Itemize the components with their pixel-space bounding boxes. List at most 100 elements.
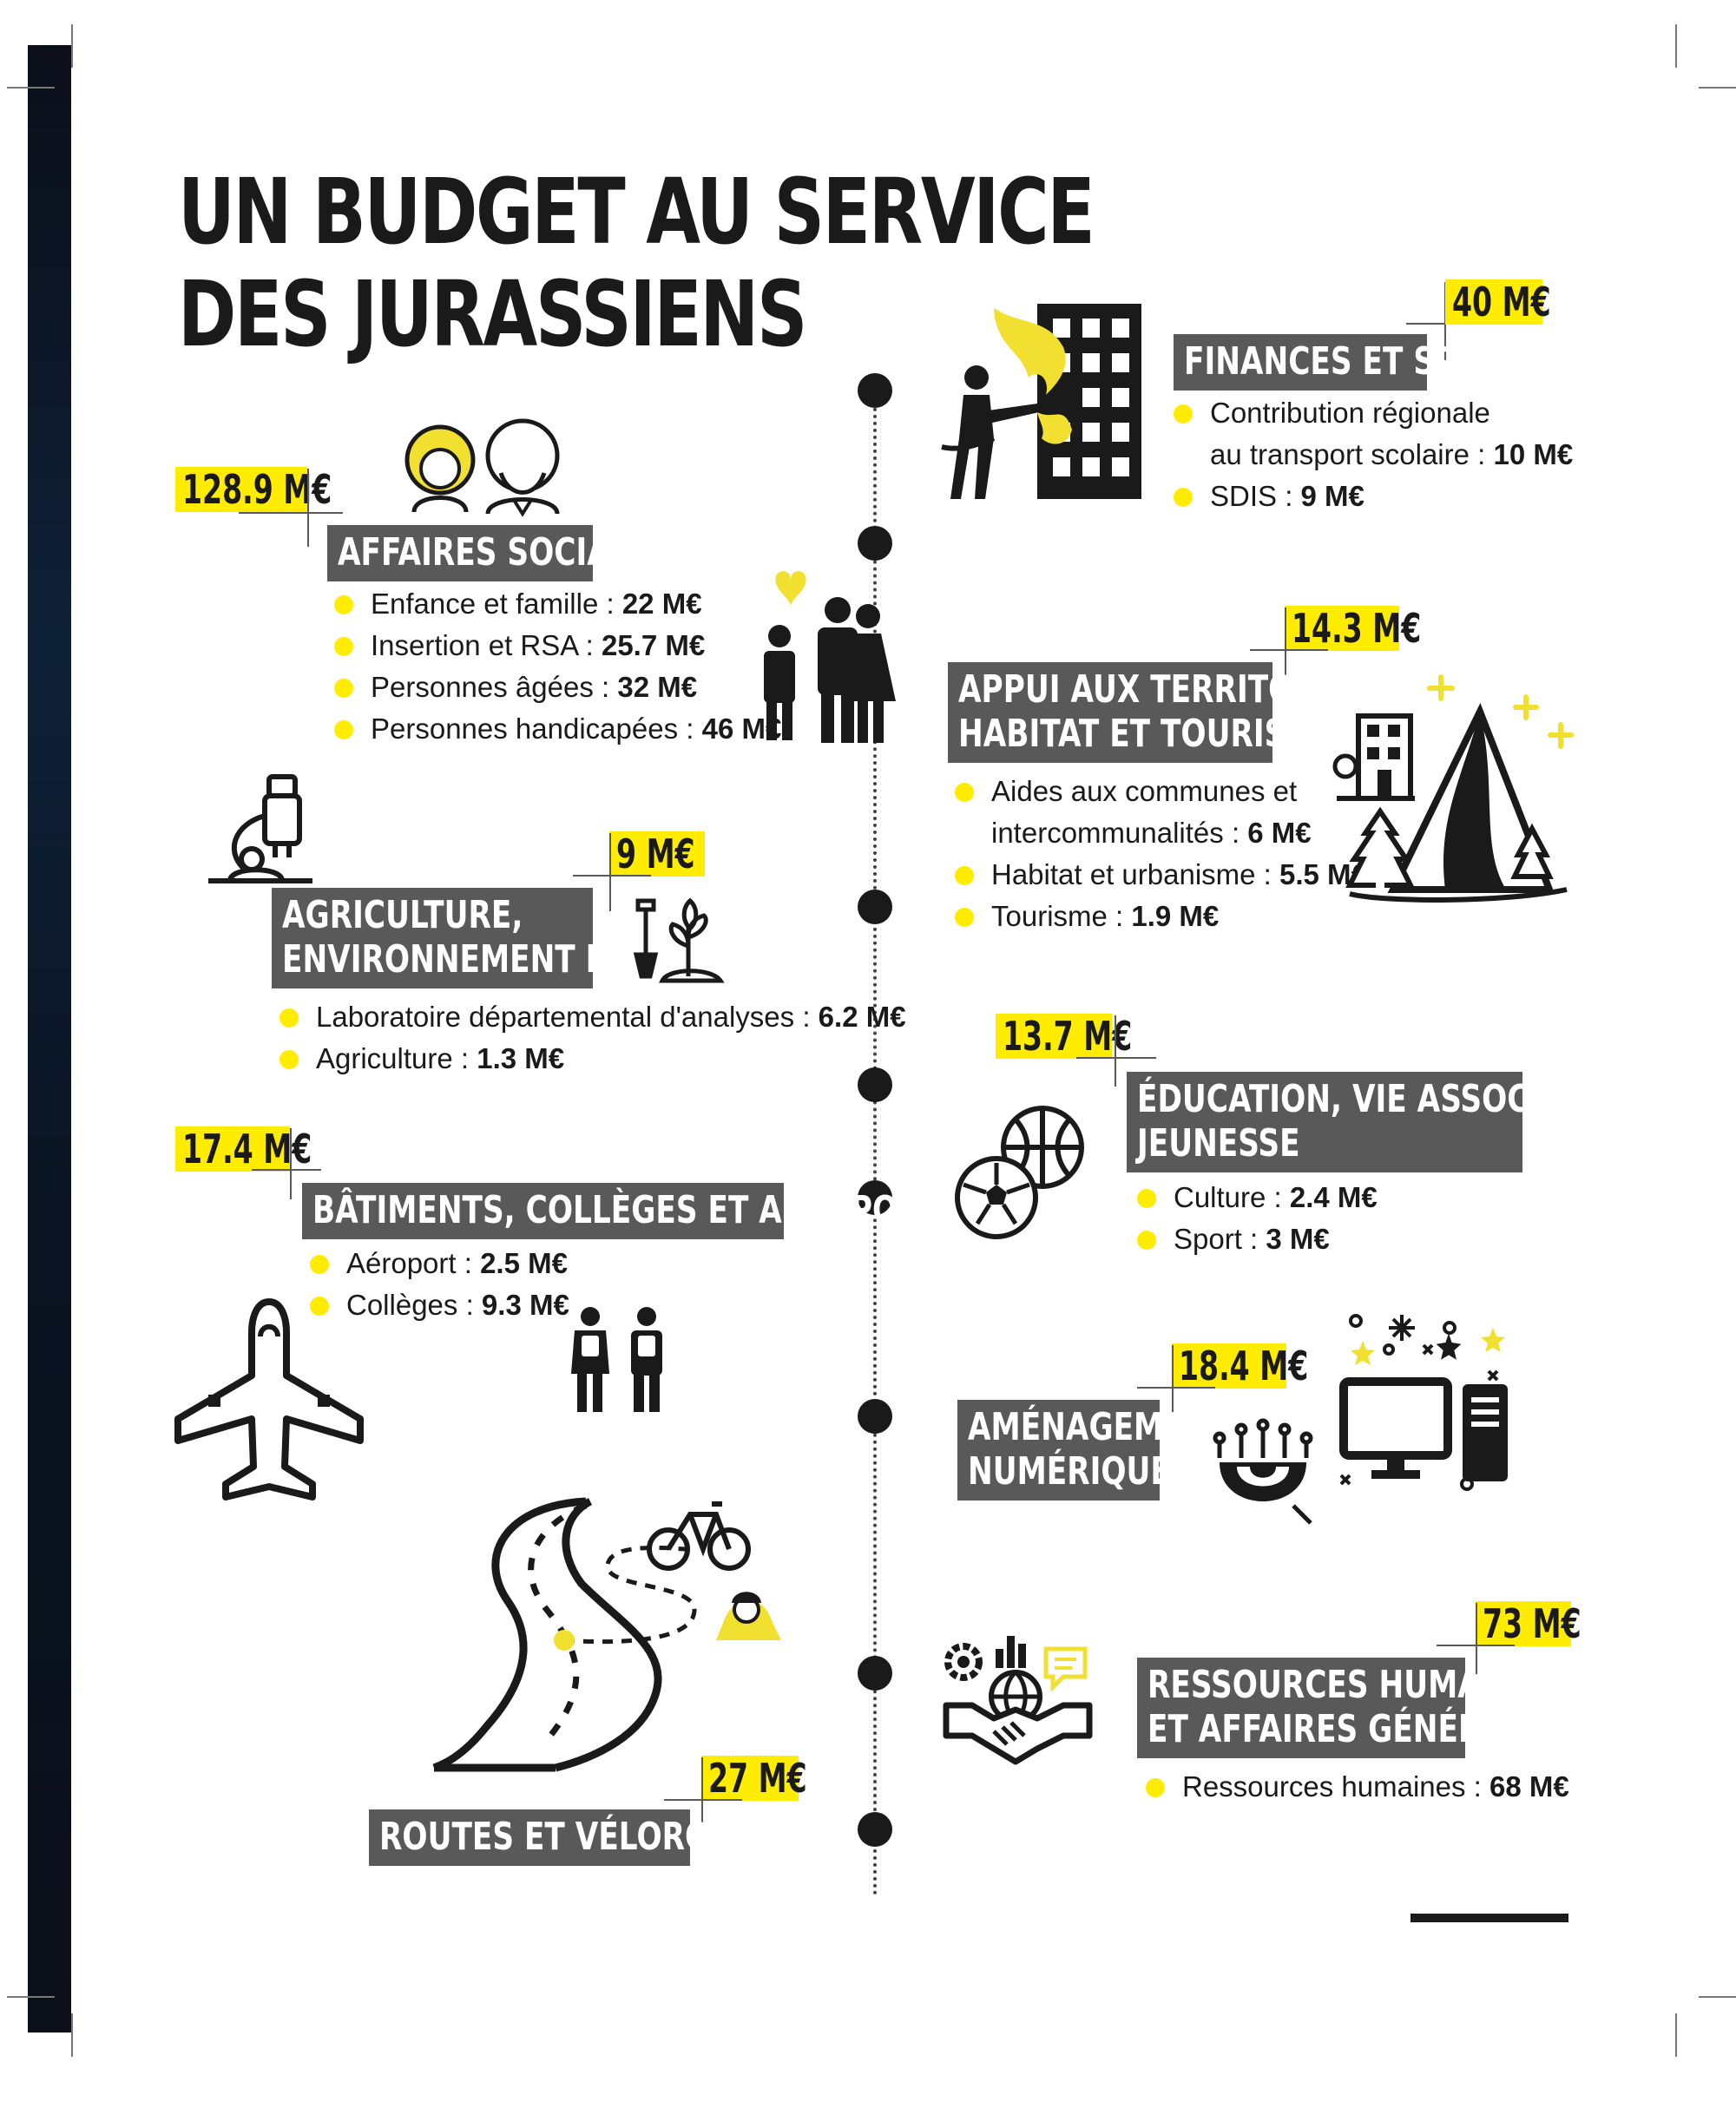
finances-amount: 40 M€	[1445, 279, 1551, 325]
list-item: Culture : 2.4 M€	[1137, 1177, 1378, 1218]
crop-mark	[1675, 24, 1677, 68]
amount-connector	[1250, 649, 1328, 651]
list-item: Laboratoire départemental d'analyses : 6…	[279, 996, 906, 1038]
bullet-dot	[279, 1008, 299, 1028]
finances-title: FINANCES ET SDIS	[1174, 334, 1492, 391]
amount-connector	[664, 1799, 742, 1801]
road-icon	[432, 1497, 781, 1772]
bullet-dot	[1137, 1189, 1156, 1208]
routes-title: ROUTES ET VÉLOROUTES	[369, 1809, 797, 1866]
bullet-dot	[1174, 488, 1193, 507]
amount-connector	[609, 833, 611, 911]
list-item: Agriculture : 1.3 M€	[279, 1038, 906, 1080]
batiments-list: Aéroport : 2.5 M€ Collèges : 9.3 M€	[310, 1243, 569, 1326]
timeline-dot	[858, 1812, 892, 1847]
list-item: Habitat et urbanisme : 5.5 M€	[955, 854, 1367, 896]
affaires-title: AFFAIRES SOCIALES	[327, 525, 671, 581]
amount-connector	[1137, 1387, 1215, 1389]
bullet-dot	[1174, 404, 1193, 424]
students-icon	[571, 1307, 662, 1412]
timeline-dot	[858, 890, 892, 924]
bullet-dot	[1146, 1778, 1165, 1797]
shovel-plant-icon	[633, 897, 725, 983]
page-title-line-2: DES JURASSIENS	[178, 261, 807, 367]
list-item: Collèges : 9.3 M€	[310, 1284, 569, 1326]
education-list: Culture : 2.4 M€ Sport : 3 M€	[1137, 1177, 1378, 1260]
list-item: Ressources humaines : 68 M€	[1146, 1766, 1569, 1808]
bullet-dot	[334, 720, 353, 739]
timeline-line	[873, 373, 877, 1896]
batiments-title: BÂTIMENTS, COLLÈGES ET AÉROPORT	[302, 1183, 940, 1239]
agriculture-list: Laboratoire départemental d'analyses : 6…	[279, 996, 906, 1080]
list-item: Aéroport : 2.5 M€	[310, 1243, 569, 1284]
timeline-dot	[858, 1399, 892, 1434]
bullet-dot	[310, 1255, 329, 1274]
timeline-dot	[858, 526, 892, 561]
amount-connector	[573, 875, 651, 877]
family-heart-icon	[764, 571, 896, 743]
bullet-dot	[955, 783, 974, 802]
rh-list: Ressources humaines : 68 M€	[1146, 1766, 1569, 1808]
bullet-dot	[279, 1050, 299, 1069]
amount-connector	[1172, 1345, 1174, 1416]
amount-connector	[1476, 1603, 1477, 1674]
firefighter-building-icon	[941, 304, 1141, 499]
list-item: Insertion et RSA : 25.7 M€	[334, 625, 781, 667]
left-edge-bar	[28, 45, 71, 2032]
page-title-line-1: UN BUDGET AU SERVICE	[178, 159, 1095, 265]
mountain-landscape-icon	[1332, 674, 1574, 903]
microscope-icon	[208, 774, 312, 883]
list-item: Tourisme : 1.9 M€	[955, 896, 1367, 937]
education-amount: 13.7 M€	[996, 1014, 1132, 1059]
amount-connector	[701, 1757, 703, 1829]
list-item: Sport : 3 M€	[1137, 1218, 1378, 1260]
digital-gear-icon	[1213, 1418, 1313, 1525]
affaires-amount: 128.9 M€	[175, 467, 332, 512]
elderly-couple-icon	[404, 418, 560, 517]
bullet-dot	[334, 595, 353, 614]
amount-connector	[1285, 607, 1286, 677]
education-title: ÉDUCATION, VIE ASSOCIATIVE,JEUNESSE	[1127, 1072, 1647, 1172]
crop-mark	[1675, 2013, 1677, 2057]
bullet-dot	[955, 908, 974, 927]
page-title: UN BUDGET AU SERVICE DES JURASSIENS	[178, 159, 1095, 367]
territoires-amount: 14.3 M€	[1285, 606, 1421, 651]
balls-icon	[955, 1106, 1084, 1239]
numerique-amount: 18.4 M€	[1172, 1343, 1308, 1389]
amount-connector	[252, 1169, 321, 1171]
amount-connector	[1076, 1057, 1156, 1059]
airplane-icon	[174, 1298, 364, 1501]
rh-amount: 73 M€	[1476, 1601, 1581, 1646]
routes-amount: 27 M€	[701, 1756, 807, 1801]
timeline-dot	[858, 373, 892, 408]
bullet-dot	[334, 679, 353, 698]
list-item: Personnes handicapées : 46 M€	[334, 708, 781, 750]
handshake-globe-icon	[943, 1636, 1093, 1765]
crop-mark	[1699, 87, 1736, 89]
bullet-dot	[310, 1297, 329, 1316]
crop-mark	[7, 87, 55, 89]
amount-connector	[307, 469, 309, 547]
agriculture-title: AGRICULTURE,ENVIRONNEMENT ET LDA	[272, 888, 703, 988]
computer-icon	[1339, 1314, 1508, 1491]
list-item: Personnes âgées : 32 M€	[334, 667, 781, 708]
crop-mark	[1699, 1996, 1736, 1998]
crop-mark	[71, 24, 73, 68]
bullet-dot	[955, 866, 974, 885]
timeline-dot	[858, 1067, 892, 1102]
amount-connector	[1115, 1015, 1116, 1087]
batiments-amount: 17.4 M€	[175, 1126, 312, 1172]
crop-mark	[7, 1996, 55, 1998]
amount-connector	[290, 1128, 292, 1199]
timeline-dot	[858, 1180, 892, 1215]
crop-mark	[71, 2013, 73, 2057]
list-item: SDIS : 9 M€	[1174, 476, 1573, 517]
bullet-dot	[334, 637, 353, 656]
